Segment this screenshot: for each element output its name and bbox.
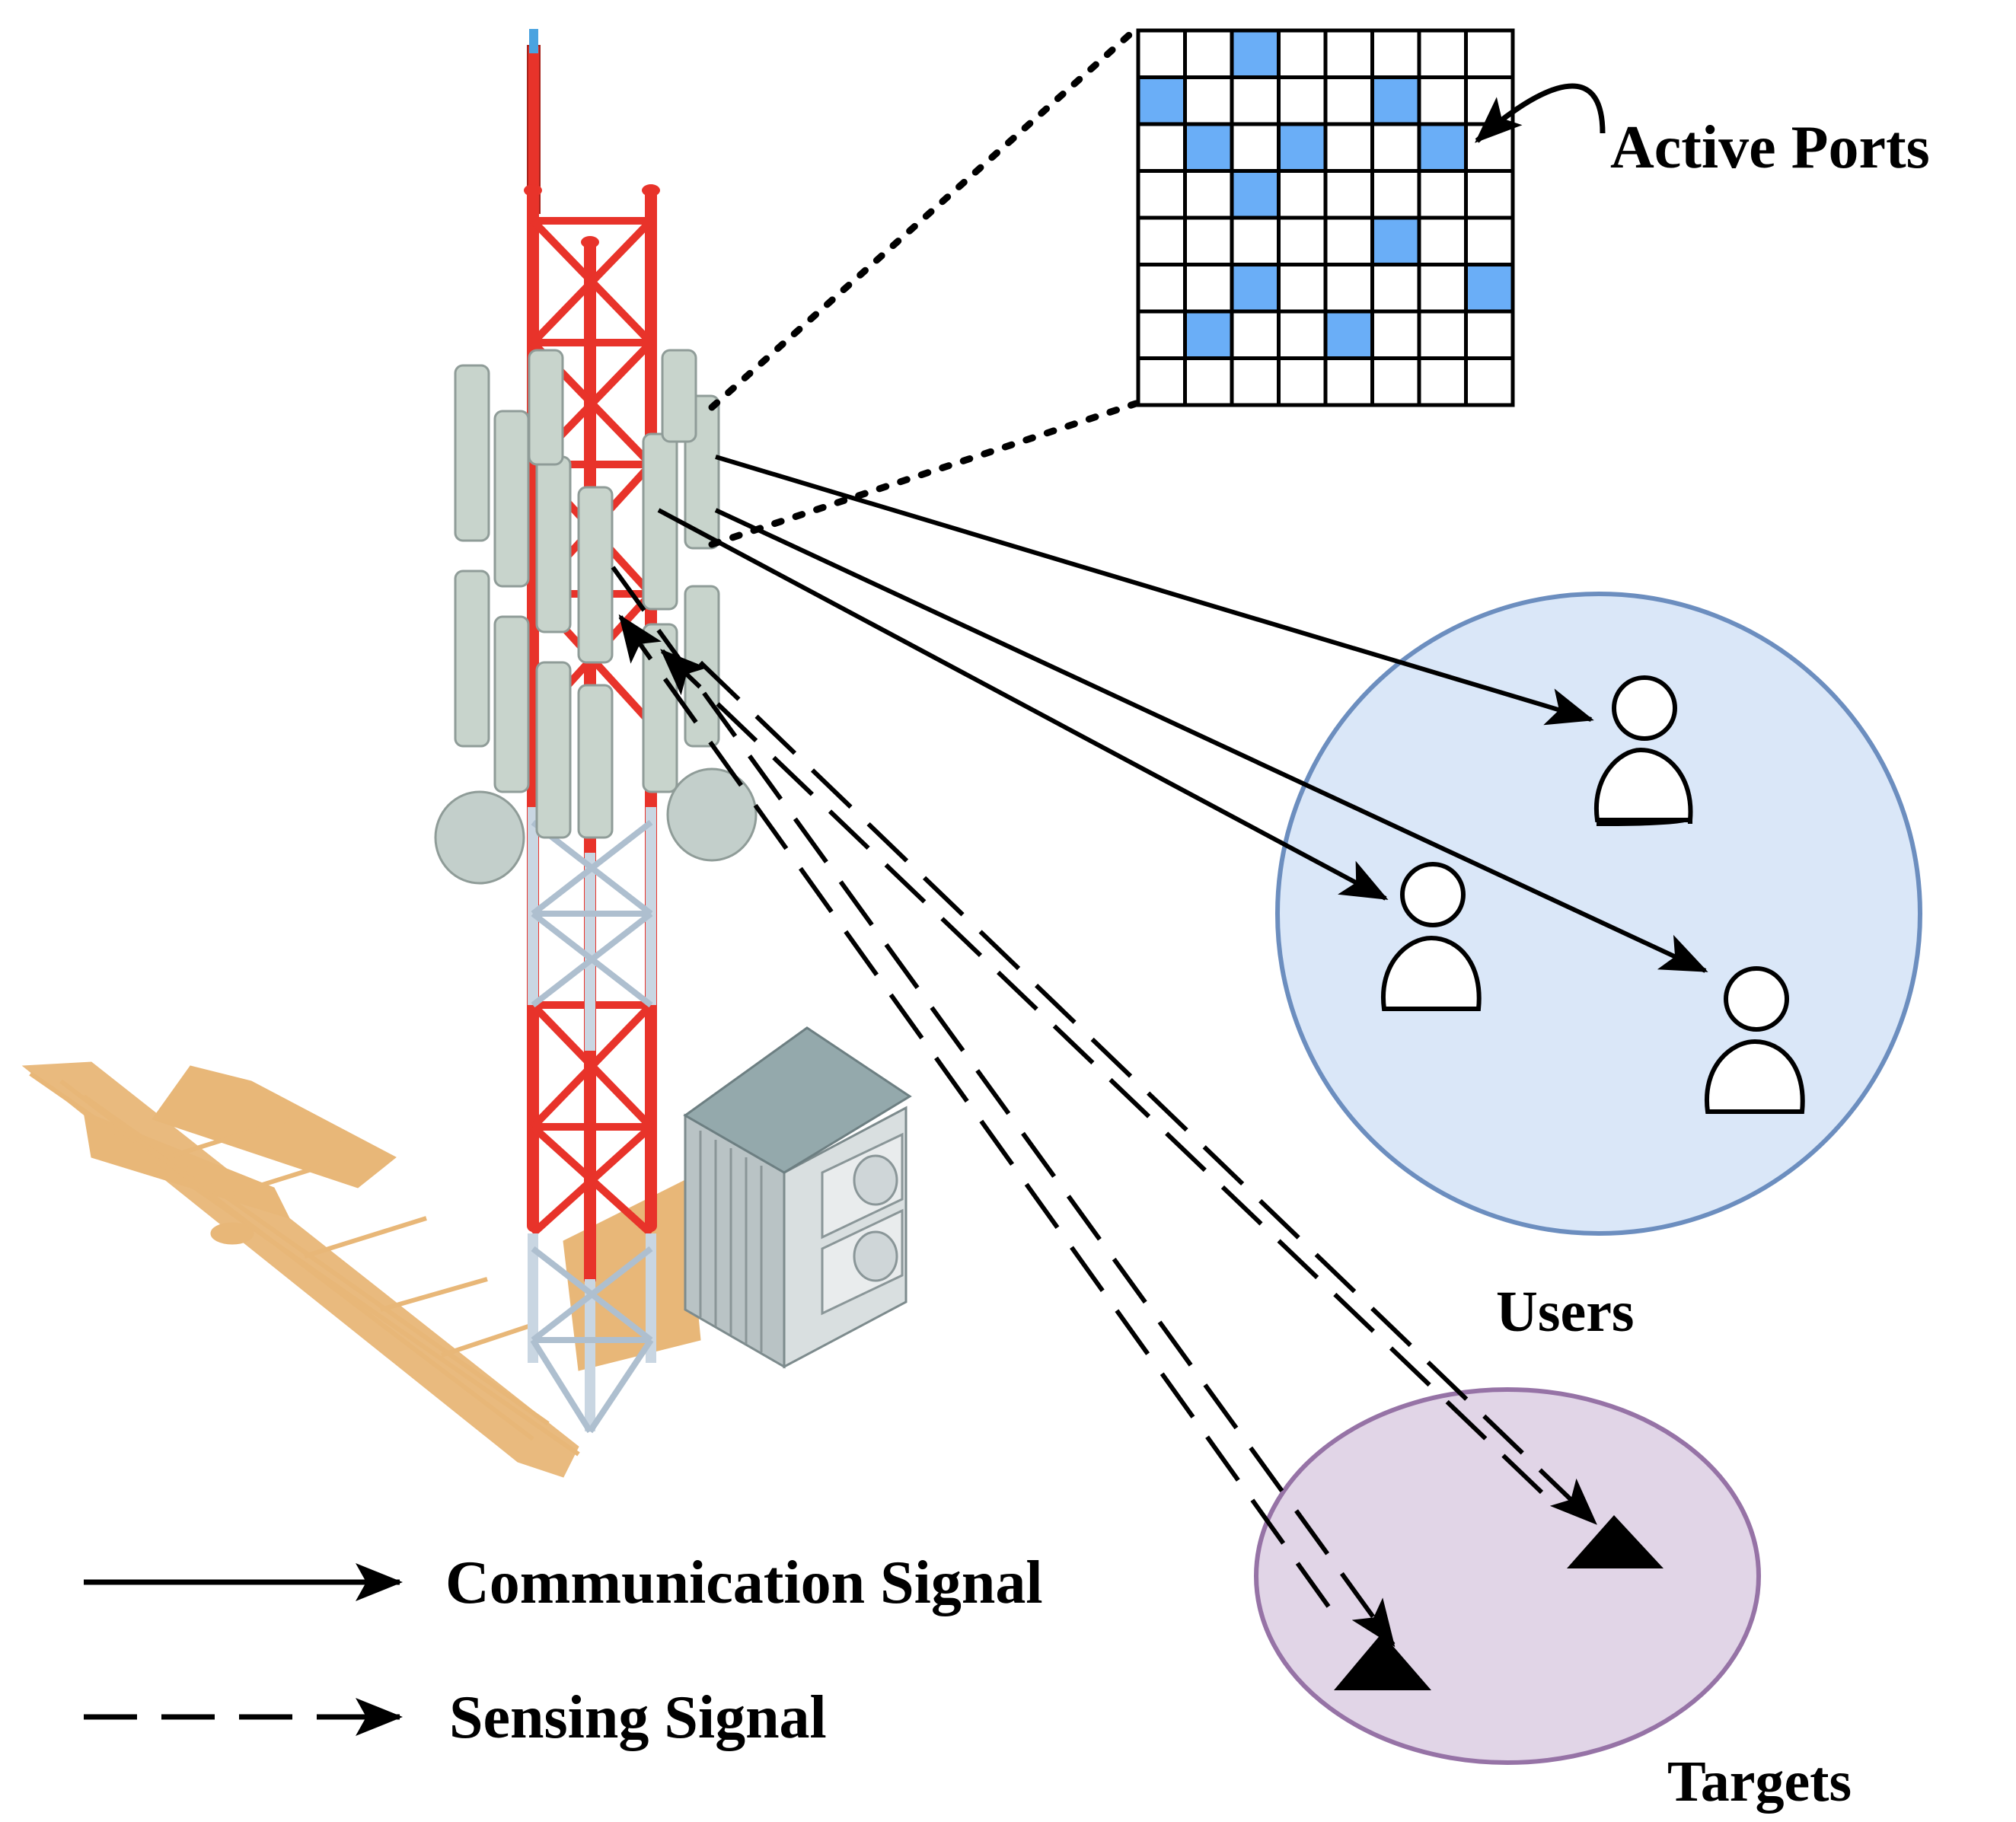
port-cell bbox=[1323, 263, 1374, 314]
targets-label: Targets bbox=[1667, 1750, 1852, 1814]
communication-signals bbox=[657, 455, 1708, 973]
port-cell bbox=[1464, 28, 1515, 79]
port-cell bbox=[1136, 28, 1187, 79]
port-cell bbox=[1230, 215, 1281, 266]
port-cell bbox=[1417, 215, 1468, 266]
port-cell bbox=[1323, 122, 1374, 173]
port-cell bbox=[1136, 122, 1187, 173]
sensing-signal-arrow bbox=[618, 614, 1331, 1608]
active-port-cell bbox=[1323, 309, 1374, 360]
port-cell bbox=[1183, 75, 1234, 126]
port-cell bbox=[1323, 356, 1374, 407]
port-cell bbox=[1417, 309, 1468, 360]
comm-signal-arrow bbox=[714, 508, 1708, 973]
sensing-signal-arrow bbox=[660, 649, 1544, 1495]
port-cell bbox=[1230, 75, 1281, 126]
port-cell bbox=[1183, 215, 1234, 266]
active-ports-label: Active Ports bbox=[1610, 114, 1930, 181]
port-cell bbox=[1277, 169, 1328, 220]
user-icon bbox=[1380, 862, 1482, 1011]
active-port-cell bbox=[1277, 122, 1328, 173]
legend-sensing-label: Sensing Signal bbox=[449, 1684, 827, 1751]
targets-region bbox=[1254, 1387, 1761, 1765]
active-port-cell bbox=[1370, 215, 1421, 266]
active-port-cell bbox=[1183, 309, 1234, 360]
sensing-signal-arrow bbox=[611, 566, 1396, 1648]
zoom-lines bbox=[708, 25, 1140, 548]
port-cell bbox=[1464, 309, 1515, 360]
port-cell bbox=[1370, 309, 1421, 360]
cell-tower-icon bbox=[434, 29, 758, 1434]
active-port-cell bbox=[1183, 122, 1234, 173]
port-cell bbox=[1464, 215, 1515, 266]
port-cell bbox=[1323, 169, 1374, 220]
port-cell bbox=[1417, 356, 1468, 407]
port-cell bbox=[1277, 75, 1328, 126]
active-port-cell bbox=[1230, 28, 1281, 79]
port-cell bbox=[1370, 169, 1421, 220]
port-cell bbox=[1323, 75, 1374, 126]
active-port-cell bbox=[1136, 75, 1187, 126]
microwave-dish-icon bbox=[434, 767, 758, 885]
port-grid bbox=[1136, 28, 1515, 407]
active-port-cell bbox=[1370, 75, 1421, 126]
users-region bbox=[1275, 592, 1922, 1236]
active-port-cell bbox=[1230, 169, 1281, 220]
port-cell bbox=[1464, 356, 1515, 407]
comm-signal-arrow bbox=[715, 455, 1594, 726]
equipment-cabinet bbox=[683, 1026, 912, 1369]
port-cell bbox=[1230, 356, 1281, 407]
users-label: Users bbox=[1496, 1280, 1635, 1344]
active-port-cell bbox=[1230, 263, 1281, 314]
port-cell bbox=[1323, 28, 1374, 79]
active-port-cell bbox=[1464, 263, 1515, 314]
port-cell bbox=[1136, 263, 1187, 314]
port-cell bbox=[1417, 263, 1468, 314]
port-cell bbox=[1417, 28, 1468, 79]
port-cell bbox=[1277, 28, 1328, 79]
port-cell bbox=[1136, 169, 1187, 220]
port-cell bbox=[1277, 309, 1328, 360]
port-cell bbox=[1370, 28, 1421, 79]
port-cell bbox=[1136, 309, 1187, 360]
sensing-signals bbox=[611, 566, 1597, 1648]
port-cell bbox=[1183, 169, 1234, 220]
port-cell bbox=[1464, 169, 1515, 220]
port-cell bbox=[1370, 263, 1421, 314]
port-cell bbox=[1277, 215, 1328, 266]
port-cell bbox=[1136, 215, 1187, 266]
port-cell bbox=[1417, 169, 1468, 220]
port-cell bbox=[1323, 215, 1374, 266]
port-cell bbox=[1183, 28, 1234, 79]
port-cell bbox=[1230, 309, 1281, 360]
active-port-cell bbox=[1417, 122, 1468, 173]
port-cell bbox=[1370, 122, 1421, 173]
port-cell bbox=[1136, 356, 1187, 407]
port-cell bbox=[1230, 122, 1281, 173]
user-icon bbox=[1704, 966, 1805, 1114]
cabinet-fan-units bbox=[821, 1132, 904, 1316]
legend: Communication Signal Sensing Signal bbox=[84, 1549, 1043, 1751]
port-cell bbox=[1277, 356, 1328, 407]
target-triangle-icon bbox=[1334, 1515, 1664, 1690]
port-cell bbox=[1183, 263, 1234, 314]
comm-signal-arrow bbox=[657, 508, 1389, 901]
port-cell bbox=[1417, 75, 1468, 126]
tower-shadow bbox=[21, 1061, 701, 1478]
port-cell bbox=[1370, 356, 1421, 407]
legend-comm-label: Communication Signal bbox=[445, 1549, 1043, 1616]
sensing-signal-arrow bbox=[698, 660, 1597, 1525]
antenna-panels bbox=[454, 349, 720, 839]
port-cell bbox=[1183, 356, 1234, 407]
active-ports-pointer-arrow bbox=[1475, 83, 1606, 143]
port-cell bbox=[1277, 263, 1328, 314]
user-icon bbox=[1593, 675, 1693, 827]
